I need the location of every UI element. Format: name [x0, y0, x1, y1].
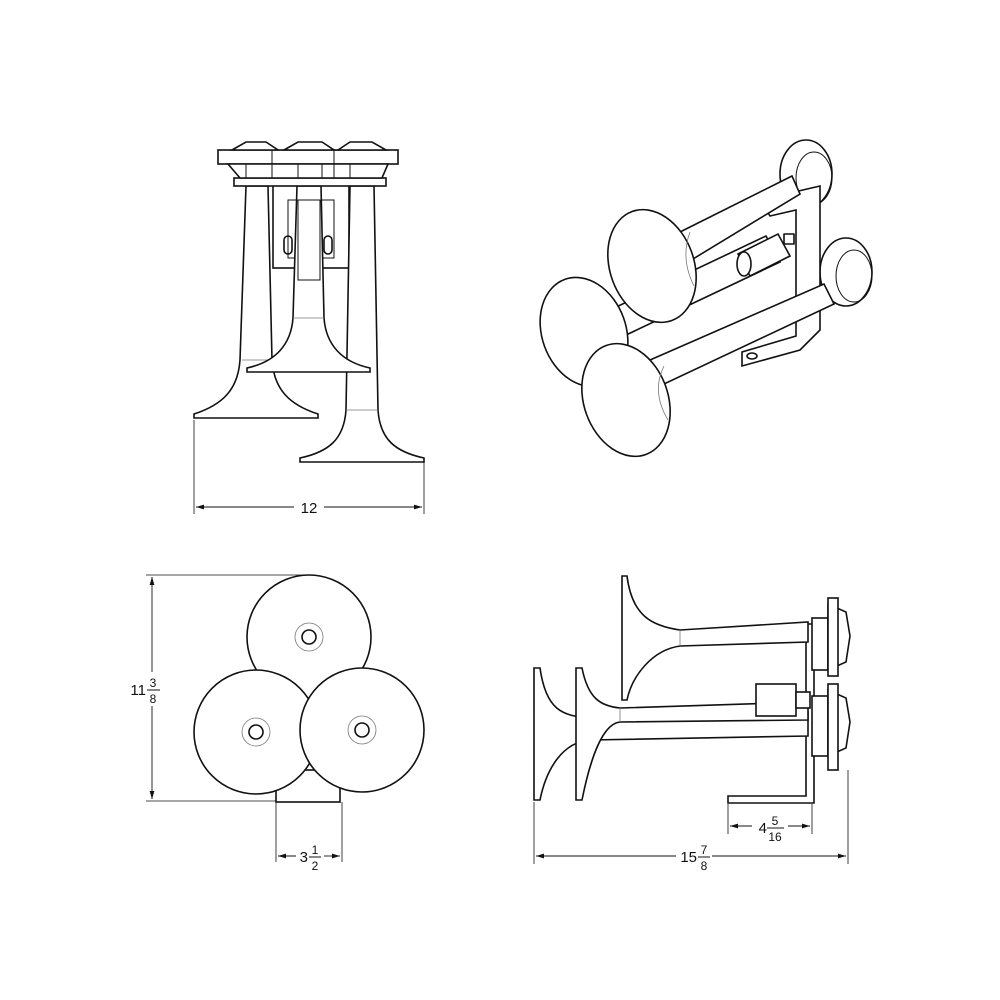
top-width-num: 1: [312, 843, 319, 857]
side-length-num: 7: [701, 843, 708, 857]
isometric-view: [539, 139, 873, 458]
iso-housings: [779, 139, 873, 307]
side-bracket-whole: 4: [759, 820, 767, 837]
side-valve: [755, 683, 811, 717]
front-horn-left: [193, 185, 319, 419]
side-view: 4 5 16 15 7 8: [533, 575, 851, 873]
front-view: 12: [193, 141, 425, 517]
side-length-den: 8: [701, 859, 708, 873]
iso-bracket: [741, 184, 821, 368]
side-housing-upper: [811, 597, 851, 677]
front-horn-caps: [217, 141, 399, 187]
top-height-num: 3: [150, 676, 157, 690]
side-bracket-dimension: 4 5 16: [727, 804, 813, 844]
front-width-label: 12: [301, 500, 318, 517]
front-width-dimension: 12: [193, 420, 425, 517]
iso-bell-top: [607, 208, 697, 324]
side-horn-middle: [575, 667, 809, 801]
iso-bell-front: [581, 342, 671, 458]
top-width-den: 2: [312, 859, 319, 873]
iso-valve: [736, 232, 795, 278]
side-length-whole: 15: [680, 849, 697, 866]
side-housing-lower: [811, 683, 851, 771]
side-bracket-num: 5: [772, 814, 779, 828]
top-height-dimension: 11 3 8: [130, 574, 309, 802]
top-bell-right: [299, 667, 425, 793]
top-height-den: 8: [150, 692, 157, 706]
top-view: 11 3 8 3 1 2: [130, 574, 425, 873]
top-width-whole: 3: [300, 849, 308, 866]
side-horn-upper: [621, 575, 809, 701]
side-length-dimension: 15 7 8: [533, 770, 849, 873]
front-horn-middle: [246, 185, 371, 373]
side-bracket-den: 16: [768, 830, 782, 844]
top-width-dimension: 3 1 2: [275, 802, 343, 873]
top-height-whole: 11: [130, 682, 146, 699]
